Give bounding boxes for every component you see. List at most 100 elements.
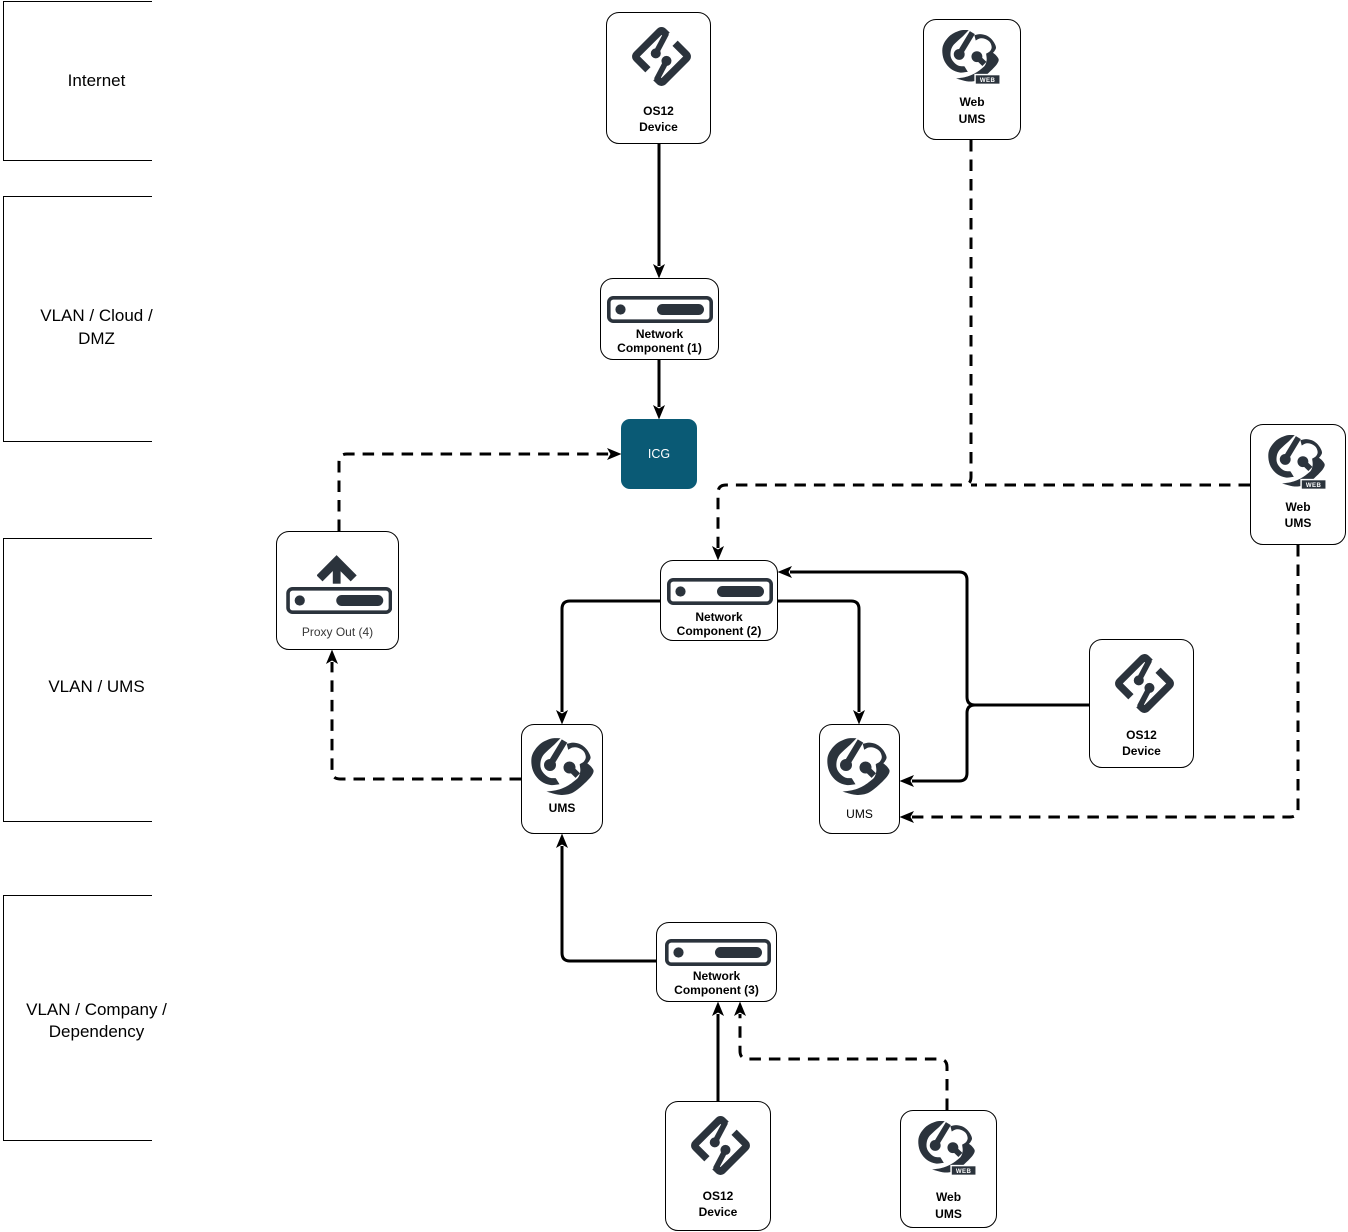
- os12-device-icon: [1115, 654, 1174, 713]
- web-ums-icon: [1268, 434, 1326, 490]
- network-switch-icon: [607, 296, 713, 323]
- web-ums-icon: [918, 1120, 976, 1176]
- lane-label-line: DMZ: [78, 328, 115, 348]
- edge-line[interactable]: [738, 1014, 949, 1110]
- network-switch-icon: [286, 587, 393, 614]
- edge-line[interactable]: [337, 452, 609, 531]
- node-label-line: Network: [692, 968, 741, 983]
- icon-shape: [288, 589, 390, 612]
- arrowhead: [326, 649, 338, 664]
- edge-line[interactable]: [560, 599, 660, 712]
- edge-nc3-to-umsleft[interactable]: [560, 846, 656, 963]
- ums-icon: [827, 737, 891, 799]
- lane-internet[interactable]: [3, 1, 152, 161]
- edge-os12right-to-umsright[interactable]: [912, 703, 1089, 783]
- node-label-line: Web: [935, 1190, 962, 1205]
- node-label-line: OS12: [643, 103, 674, 118]
- edge-line[interactable]: [716, 140, 973, 548]
- lane-vlan-cloud-dmz[interactable]: [3, 196, 152, 442]
- edge-webumsright-to-umsright[interactable]: [912, 545, 1300, 819]
- icon-shape: [531, 738, 593, 795]
- lane-label-line: Internet: [67, 71, 126, 91]
- icon-shape: [636, 30, 688, 82]
- edge-nc2-to-umsright[interactable]: [778, 599, 861, 712]
- icon-shape: [1268, 435, 1326, 489]
- node-proxy-out[interactable]: Proxy Out (4): [276, 531, 399, 650]
- arrowhead: [734, 1001, 746, 1016]
- node-label-line: Component (3): [674, 982, 759, 997]
- icon-shape: [918, 1121, 976, 1175]
- edge-umsleft-to-proxy[interactable]: [330, 662, 521, 781]
- node-label-line: OS12: [702, 1188, 734, 1203]
- lane-vlan-company-dependency-label: VLAN / Company / Dependency: [0, 999, 193, 1044]
- edge-proxy-to-icg[interactable]: [337, 452, 609, 531]
- edge-line[interactable]: [778, 599, 861, 712]
- node-label-line: Component (1): [617, 341, 702, 356]
- node-icg[interactable]: ICG: [621, 419, 697, 489]
- arrowhead: [712, 546, 724, 561]
- node-label: UMS: [548, 801, 576, 816]
- network-switch-icon: [667, 578, 773, 605]
- edge-nc2-to-umsleft[interactable]: [560, 599, 660, 712]
- arrowhead: [853, 710, 865, 725]
- node-ums-right[interactable]: UMS: [819, 724, 900, 834]
- node-label-line: Device: [1122, 744, 1161, 759]
- lane-vlan-ums-label: VLAN / UMS: [0, 676, 193, 698]
- network-switch-icon: [665, 939, 771, 966]
- arrowhead: [777, 566, 792, 578]
- edge-os12right-to-nc2[interactable]: [790, 570, 1089, 707]
- arrowhead: [712, 1001, 724, 1016]
- arrowhead: [556, 710, 568, 725]
- icon-shape: [827, 738, 889, 795]
- edge-line[interactable]: [330, 662, 521, 781]
- icon-shape: [1119, 657, 1171, 709]
- lane-vlan-ums[interactable]: [3, 538, 152, 822]
- lane-vlan-company-dependency[interactable]: [3, 895, 152, 1141]
- lane-label-line: VLAN / Company /: [26, 999, 167, 1019]
- node-label: Proxy Out (4): [301, 625, 374, 639]
- node-label-line: Device: [698, 1204, 738, 1219]
- icon-shape: [666, 941, 768, 964]
- node-label: ICG: [647, 446, 671, 461]
- node-label-line: UMS: [1284, 515, 1312, 530]
- icon-shape: [320, 561, 354, 584]
- node-label-line: OS12: [1126, 728, 1157, 742]
- edge-webumsbottom-to-nc3[interactable]: [738, 1014, 949, 1110]
- edge-line[interactable]: [560, 846, 656, 963]
- icon-shape: [942, 30, 1000, 84]
- arrowhead: [607, 448, 622, 460]
- web-ums-icon: [942, 29, 1000, 85]
- node-ums-left[interactable]: UMS: [521, 724, 603, 834]
- arrowheads: [326, 264, 914, 1016]
- edge-line[interactable]: [912, 703, 1089, 783]
- node-label-line: Device: [639, 119, 678, 134]
- edge-line[interactable]: [912, 545, 1300, 819]
- os12-device-icon: [691, 1116, 750, 1175]
- node-label-line: Component (2): [676, 623, 762, 638]
- edge-webumstop-to-nc2[interactable]: [716, 140, 973, 548]
- arrowhead: [653, 264, 665, 279]
- node-label-line: Web: [1285, 499, 1311, 514]
- lane-label-line: Dependency: [48, 1022, 145, 1042]
- edge-line[interactable]: [790, 570, 1089, 707]
- node-label-line: Web: [959, 95, 985, 110]
- lane-label-line: VLAN / Cloud /: [40, 306, 153, 326]
- node-label-line: UMS: [935, 1206, 962, 1221]
- node-label-line: Network: [695, 609, 743, 624]
